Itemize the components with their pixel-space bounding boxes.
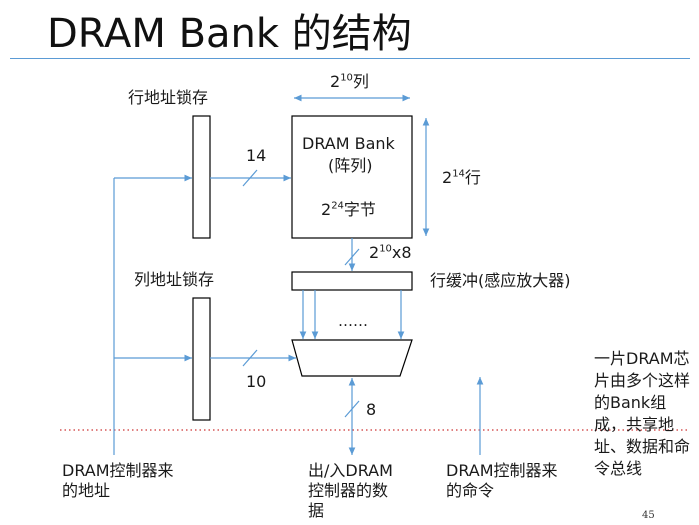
bank-bus-slash xyxy=(344,248,360,266)
title-underline xyxy=(10,58,690,59)
row-latch-label: 行地址锁存 xyxy=(128,88,209,107)
page-title: DRAM Bank 的结构 xyxy=(47,11,412,57)
columns-count-label: 210列 xyxy=(330,72,369,91)
address-source-label: DRAM控制器来的地址 xyxy=(62,461,174,500)
bank-title-label: DRAM Bank xyxy=(302,134,395,153)
bus-width-label: 210x8 xyxy=(369,243,412,262)
column-mux-trapezoid xyxy=(291,339,413,377)
data-bus-slash xyxy=(344,400,360,418)
data-bits-label: 8 xyxy=(366,400,377,419)
bank-note-label: 一片DRAM芯片由多个这样的Bank组成，共享地址、数据和命令总线 xyxy=(594,349,691,478)
col-address-bits-label: 10 xyxy=(246,372,267,391)
row-address-latch-box xyxy=(192,115,211,239)
bank-subtitle-label: (阵列) xyxy=(328,156,373,175)
bank-size-label: 224字节 xyxy=(321,200,376,219)
row-buffer-box xyxy=(291,271,413,291)
col-bus-slash xyxy=(242,349,258,367)
page-number: 45 xyxy=(642,510,655,521)
row-buffer-label: 行缓冲(感应放大器) xyxy=(430,271,571,290)
row-bus-slash xyxy=(242,169,258,187)
col-latch-label: 列地址锁存 xyxy=(134,270,215,289)
dram-bank-array-box xyxy=(291,115,413,239)
ellipsis-label: …… xyxy=(338,312,368,330)
row-address-bits-label: 14 xyxy=(246,146,267,165)
command-source-label: DRAM控制器来的命令 xyxy=(446,461,558,500)
rows-count-label: 214行 xyxy=(442,168,481,187)
data-io-label: 出/入DRAM控制器的数据 xyxy=(308,461,393,520)
column-address-latch-box xyxy=(192,297,211,421)
